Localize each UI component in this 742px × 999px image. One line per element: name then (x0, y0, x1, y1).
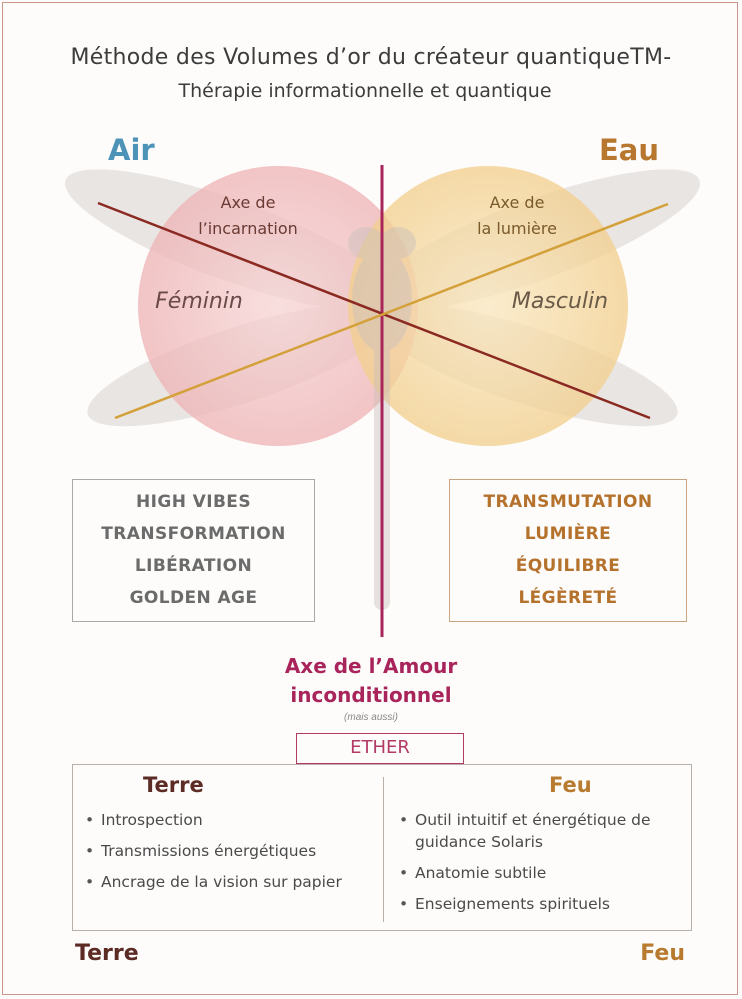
feminin-circle (138, 166, 418, 446)
column-divider (383, 777, 384, 922)
right-qualities-box: TRANSMUTATION LUMIÈRE ÉQUILIBRE LÉGÈRETÉ (449, 479, 687, 622)
mais-aussi-note: (mais aussi) (344, 712, 398, 723)
list-item: Anatomie subtile (399, 862, 689, 884)
left-quality: TRANSFORMATION (101, 524, 286, 544)
axe-incarnation-label-1: Axe de (221, 193, 276, 212)
left-quality: HIGH VIBES (136, 492, 251, 512)
feu-heading: Feu (549, 773, 592, 797)
terre-feu-box: Terre Feu Introspection Transmissions én… (72, 764, 692, 931)
axe-amour-title: Axe de l’Amour (284, 654, 458, 678)
masculin-circle (348, 166, 628, 446)
list-item: Transmissions énergétiques (85, 840, 375, 862)
right-quality: LUMIÈRE (524, 524, 612, 544)
feminin-label: Féminin (155, 289, 243, 314)
axe-incarnation-line (97, 201, 651, 420)
masculin-label: Masculin (512, 289, 608, 314)
footer-feu: Feu (640, 941, 685, 966)
right-quality: ÉQUILIBRE (515, 556, 621, 576)
list-item: Outil intuitif et énergétique de guidanc… (399, 809, 689, 853)
list-item: Ancrage de la vision sur papier (85, 871, 375, 893)
list-item: Enseignements spirituels (399, 893, 689, 915)
left-qualities-box: HIGH VIBES TRANSFORMATION LIBÉRATION GOL… (72, 479, 315, 622)
element-air-label: Air (108, 133, 155, 167)
terre-heading: Terre (143, 773, 204, 797)
axe-incarnation-label-2: l’incarnation (198, 219, 298, 238)
axe-lumiere-line (114, 202, 669, 420)
axe-lumiere-label-2: la lumière (477, 219, 557, 238)
list-item: Introspection (85, 809, 375, 831)
axe-lumiere-label-1: Axe de (490, 193, 545, 212)
page-subtitle: Thérapie informationnelle et quantique (178, 80, 552, 102)
left-quality: GOLDEN AGE (129, 588, 258, 608)
axe-amour-title-2: inconditionnel (290, 683, 452, 707)
page-title: Méthode des Volumes d’or du créateur qua… (70, 45, 672, 70)
terre-list: Introspection Transmissions énergétiques… (85, 809, 375, 902)
right-quality: LÉGÈRETÉ (518, 588, 618, 608)
element-eau-label: Eau (599, 133, 660, 167)
ether-box: ETHER (296, 733, 464, 764)
left-quality: LIBÉRATION (134, 556, 253, 576)
footer-terre: Terre (75, 941, 139, 966)
right-quality: TRANSMUTATION (483, 492, 653, 512)
feu-list: Outil intuitif et énergétique de guidanc… (399, 809, 689, 924)
